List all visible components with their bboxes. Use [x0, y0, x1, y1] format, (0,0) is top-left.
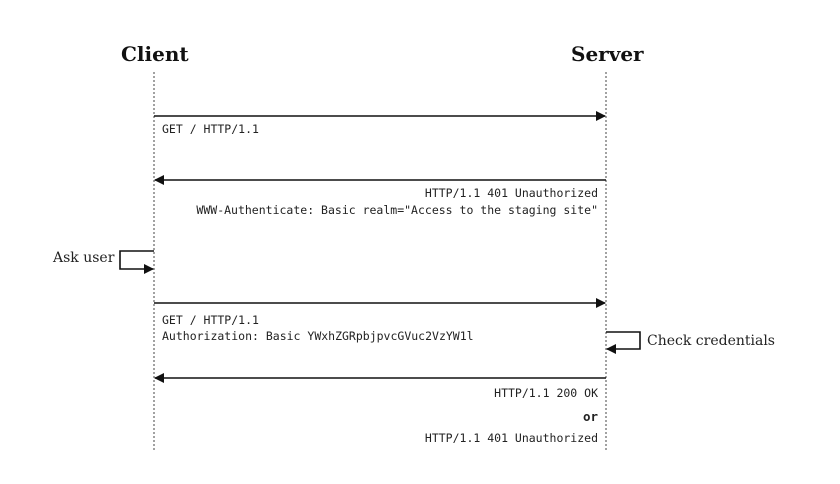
request-line-1: GET / HTTP/1.1	[162, 122, 259, 136]
status-line-401: HTTP/1.1 401 Unauthorized	[424, 186, 598, 200]
status-line-200: HTTP/1.1 200 OK	[494, 386, 598, 400]
ask-user-loop	[119, 250, 154, 274]
www-authenticate-header: WWW-Authenticate: Basic realm="Access to…	[196, 203, 598, 217]
or-label: or	[582, 409, 598, 424]
request-line-2: GET / HTTP/1.1	[162, 313, 259, 327]
server-title: Server	[571, 42, 644, 66]
ask-user-label: Ask user	[53, 250, 115, 266]
status-line-401-alt: HTTP/1.1 401 Unauthorized	[424, 431, 598, 445]
check-credentials-label: Check credentials	[647, 333, 775, 349]
authorization-header: Authorization: Basic YWxhZGRpbjpvcGVuc2V…	[162, 329, 474, 343]
client-title: Client	[121, 42, 189, 66]
check-credentials-loop	[606, 331, 641, 354]
